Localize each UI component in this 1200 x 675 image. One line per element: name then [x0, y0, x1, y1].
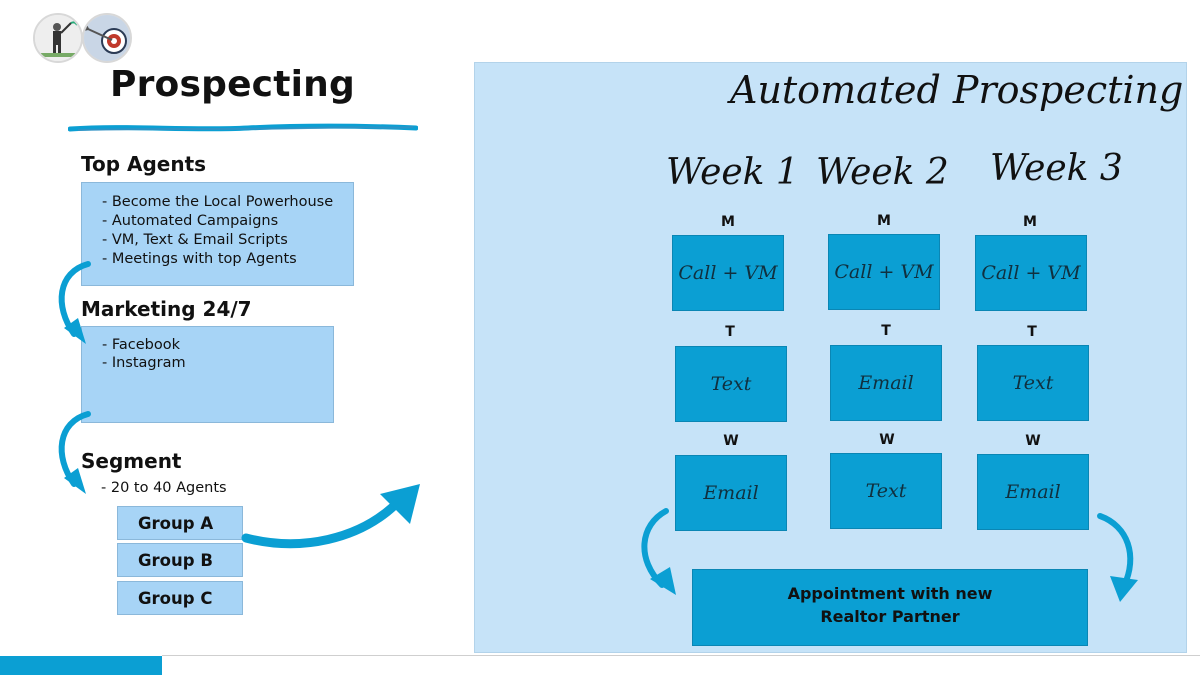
avatar-person: [33, 13, 83, 63]
avatar-target: [82, 13, 132, 63]
brush-underline: [68, 123, 418, 132]
day-label-t: T: [881, 323, 891, 339]
day-label-w: W: [1025, 433, 1041, 449]
group-a-button[interactable]: Group A: [117, 506, 243, 540]
appointment-line-1: Appointment with new: [787, 584, 993, 603]
curved-arrow-icon: [58, 411, 91, 494]
top-agents-box: - Become the Local Powerhouse - Automate…: [81, 182, 354, 286]
day-label-t: T: [725, 324, 735, 340]
marketing-box: - Facebook - Instagram: [81, 326, 334, 423]
avatar-person-icon: [35, 15, 81, 61]
task-cell: Email: [830, 345, 942, 421]
task-cell: Call + VM: [672, 235, 784, 311]
curved-arrow-icon: [58, 261, 91, 344]
list-item: - VM, Text & Email Scripts: [102, 232, 288, 248]
top-agents-heading: Top Agents: [81, 152, 207, 176]
group-c-button[interactable]: Group C: [117, 581, 243, 615]
day-label-w: W: [879, 432, 895, 448]
footer-accent-bar: [0, 656, 162, 675]
appointment-box: Appointment with new Realtor Partner: [692, 569, 1088, 646]
marketing-heading: Marketing 24/7: [81, 297, 252, 321]
footer-divider: [162, 655, 1200, 656]
curved-arrow-icon: [1097, 513, 1138, 602]
day-label-w: W: [723, 433, 739, 449]
task-cell: Text: [977, 345, 1089, 421]
list-item: - Facebook: [102, 337, 180, 353]
list-item: - Automated Campaigns: [102, 213, 279, 229]
day-label-m: M: [877, 213, 891, 229]
task-cell: Email: [675, 455, 787, 531]
group-b-button[interactable]: Group B: [117, 543, 243, 577]
curved-arrow-icon: [641, 508, 676, 595]
day-label-t: T: [1027, 324, 1037, 340]
day-label-m: M: [1023, 214, 1037, 230]
week-1-label: Week 1: [666, 152, 799, 193]
appointment-line-2: Realtor Partner: [820, 607, 960, 626]
avatar-target-icon: [84, 15, 130, 61]
day-label-m: M: [721, 214, 735, 230]
page-title: Prospecting: [110, 64, 355, 105]
curved-arrow-icon: [241, 484, 420, 549]
task-cell: Text: [675, 346, 787, 422]
list-item: - Become the Local Powerhouse: [102, 194, 334, 210]
list-item: - Instagram: [102, 355, 186, 371]
week-3-label: Week 3: [990, 148, 1123, 189]
task-cell: Text: [830, 453, 942, 529]
task-cell: Call + VM: [975, 235, 1087, 311]
task-cell: Call + VM: [828, 234, 940, 310]
segment-heading: Segment: [81, 449, 182, 473]
segment-subtitle: - 20 to 40 Agents: [101, 480, 227, 496]
task-cell: Email: [977, 454, 1089, 530]
list-item: - Meetings with top Agents: [102, 251, 297, 267]
week-2-label: Week 2: [816, 152, 949, 193]
panel-title: Automated Prospecting: [730, 68, 1184, 112]
